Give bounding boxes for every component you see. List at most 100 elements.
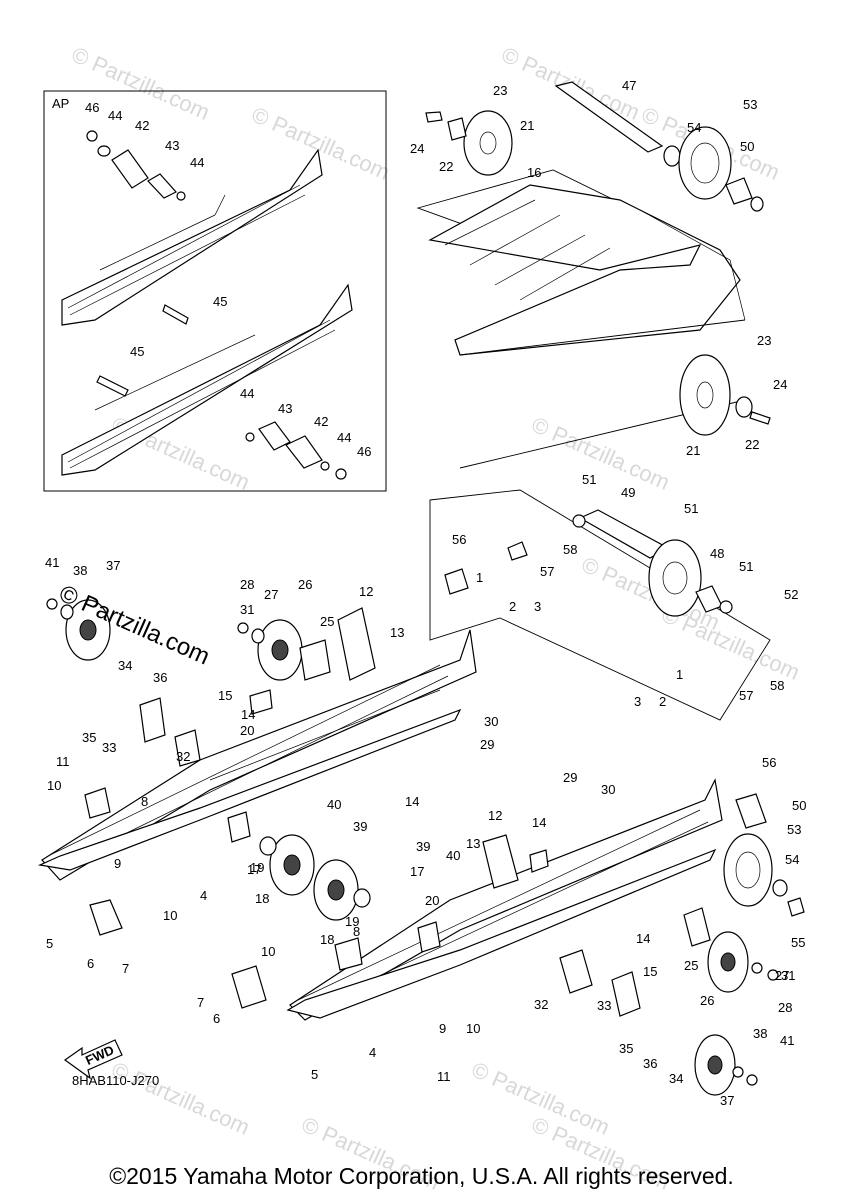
callout-2: 2 (659, 694, 666, 709)
callout-24: 24 (410, 141, 424, 156)
callout-25: 25 (684, 958, 698, 973)
callout-14: 14 (241, 707, 255, 722)
callout-42: 42 (135, 118, 149, 133)
callout-13: 13 (466, 836, 480, 851)
callout-40: 40 (446, 848, 460, 863)
callout-48: 48 (710, 546, 724, 561)
callout-5: 5 (46, 936, 53, 951)
callout-26: 26 (298, 577, 312, 592)
callout-30: 30 (601, 782, 615, 797)
watermark: © Partzilla.com (108, 1057, 254, 1140)
callout-19: 19 (250, 860, 264, 875)
callout-1: 1 (676, 667, 683, 682)
callout-57: 57 (540, 564, 554, 579)
callout-35: 35 (82, 730, 96, 745)
callout-53: 53 (743, 97, 757, 112)
callout-32: 32 (176, 749, 190, 764)
upper-idler-wheels (425, 81, 771, 436)
callout-47: 47 (622, 78, 636, 93)
callout-20: 20 (425, 893, 439, 908)
callout-34: 34 (118, 658, 132, 673)
callout-4: 4 (369, 1045, 376, 1060)
callout-38: 38 (753, 1026, 767, 1041)
callout-45: 45 (213, 294, 227, 309)
callout-14: 14 (405, 794, 419, 809)
callout-52: 52 (784, 587, 798, 602)
diagram-code: 8HAB110-J270 (72, 1073, 160, 1088)
callout-22: 22 (745, 437, 759, 452)
inset-rail-lower (61, 283, 353, 476)
callout-41: 41 (780, 1033, 794, 1048)
callout-36: 36 (153, 670, 167, 685)
callout-20: 20 (240, 723, 254, 738)
inset-label: AP (52, 96, 70, 111)
callout-4: 4 (200, 888, 207, 903)
callout-29: 29 (480, 737, 494, 752)
right-slide-rail (286, 778, 723, 1021)
callout-18: 18 (320, 932, 334, 947)
callout-21: 21 (520, 118, 534, 133)
callout-12: 12 (488, 808, 502, 823)
callout-15: 15 (643, 964, 657, 979)
callout-41: 41 (45, 555, 59, 570)
callout-10: 10 (163, 908, 177, 923)
callout-57: 57 (739, 688, 753, 703)
callout-46: 46 (357, 444, 371, 459)
left-wheels (46, 598, 371, 921)
inset-rail-upper (61, 148, 323, 326)
callout-27: 27 (775, 968, 789, 983)
callout-58: 58 (563, 542, 577, 557)
callout-13: 13 (390, 625, 404, 640)
callout-10: 10 (47, 778, 61, 793)
callout-44: 44 (337, 430, 351, 445)
callout-11: 11 (437, 1069, 451, 1084)
callout-37: 37 (720, 1093, 734, 1108)
callout-51: 51 (582, 472, 596, 487)
callout-28: 28 (240, 577, 254, 592)
callout-23: 23 (757, 333, 771, 348)
callout-34: 34 (669, 1071, 683, 1086)
suspension-blocks (84, 607, 767, 1017)
callout-49: 49 (621, 485, 635, 500)
callout-9: 9 (114, 856, 121, 871)
callout-2: 2 (509, 599, 516, 614)
callout-43: 43 (165, 138, 179, 153)
callout-17: 17 (247, 862, 261, 877)
callout-46: 46 (85, 100, 99, 115)
callout-17: 17 (410, 864, 424, 879)
callout-23: 23 (493, 83, 507, 98)
callout-54: 54 (687, 120, 701, 135)
callout-31: 31 (781, 968, 795, 983)
callout-16: 16 (527, 165, 541, 180)
callout-56: 56 (762, 755, 776, 770)
callout-43: 43 (278, 401, 292, 416)
callout-labels: 1122334455667788991010101011111212131314… (45, 78, 806, 1108)
callout-32: 32 (534, 997, 548, 1012)
callout-36: 36 (643, 1056, 657, 1071)
callout-14: 14 (532, 815, 546, 830)
callout-5: 5 (311, 1067, 318, 1082)
rear-axle-assembly (429, 489, 771, 721)
callout-38: 38 (73, 563, 87, 578)
callout-35: 35 (619, 1041, 633, 1056)
callout-9: 9 (439, 1021, 446, 1036)
callout-44: 44 (240, 386, 254, 401)
callout-44: 44 (108, 108, 122, 123)
callout-24: 24 (773, 377, 787, 392)
callout-33: 33 (597, 998, 611, 1013)
callout-56: 56 (452, 532, 466, 547)
callout-51: 51 (739, 559, 753, 574)
callout-7: 7 (197, 995, 204, 1010)
callout-58: 58 (770, 678, 784, 693)
callout-31: 31 (240, 602, 254, 617)
callout-37: 37 (106, 558, 120, 573)
callout-27: 27 (264, 587, 278, 602)
callout-3: 3 (534, 599, 541, 614)
left-slide-rail (37, 629, 477, 881)
callout-55: 55 (791, 935, 805, 950)
callout-50: 50 (740, 139, 754, 154)
callout-39: 39 (353, 819, 367, 834)
callout-30: 30 (484, 714, 498, 729)
callout-19: 19 (345, 914, 359, 929)
